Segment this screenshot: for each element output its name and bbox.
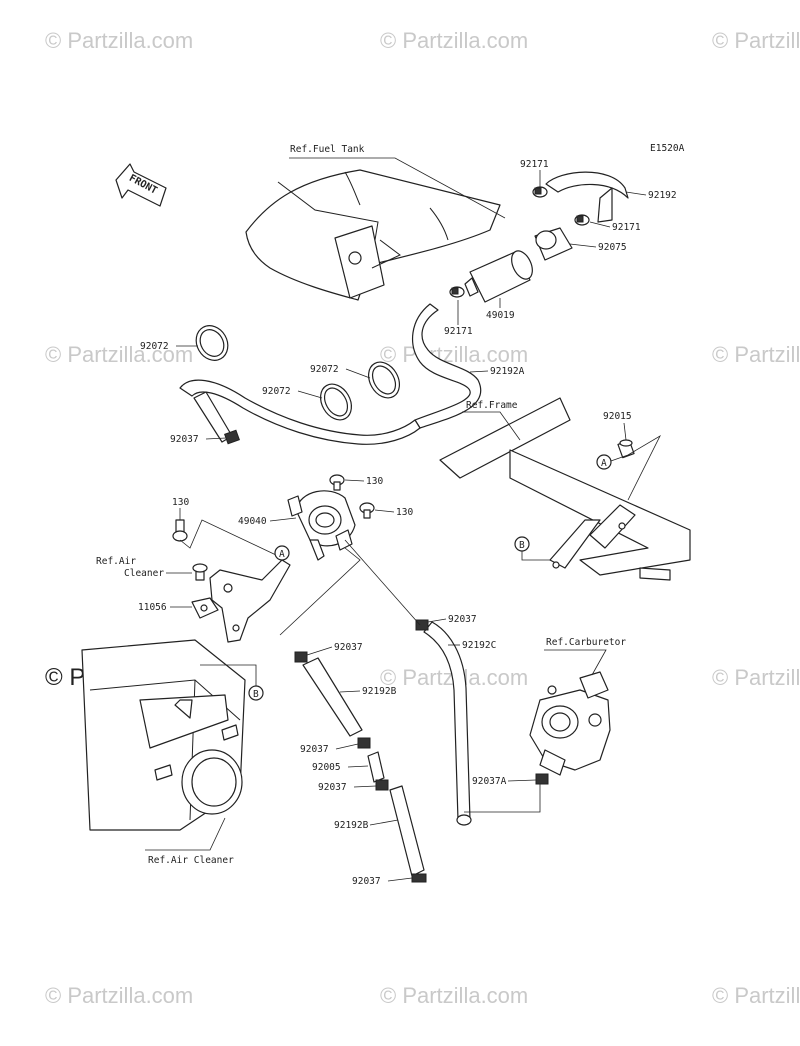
part-label-92171: 92171 xyxy=(612,222,641,233)
part-label-92037: 92037 xyxy=(300,744,329,755)
clamp-92171 xyxy=(532,186,548,198)
callout-B: B xyxy=(514,536,530,552)
clamp-92037 xyxy=(411,873,427,883)
callout-B: B xyxy=(248,685,264,701)
svg-text:B: B xyxy=(253,689,259,700)
clamp-92037 xyxy=(375,779,389,791)
watermark: © Partzilla.com xyxy=(45,28,194,53)
filter-holder-92075 xyxy=(534,227,573,261)
watermark: © Partzilla.com xyxy=(712,342,800,367)
air-cleaner xyxy=(81,639,246,831)
part-label-92015: 92015 xyxy=(603,411,632,422)
fuel-pump-49040 xyxy=(287,490,356,561)
ref-carburetor: Ref.Carburetor xyxy=(546,637,626,648)
part-label-92171: 92171 xyxy=(520,159,549,170)
part-label-92075: 92075 xyxy=(598,242,627,253)
watermark: © Partzilla.com xyxy=(380,342,529,367)
part-label-11056: 11056 xyxy=(138,602,167,613)
bolt-130 xyxy=(172,519,188,542)
part-label-92192B: 92192B xyxy=(362,686,397,697)
frame xyxy=(439,397,691,581)
watermark: © Partzilla.com xyxy=(712,665,800,690)
clamp-92037 xyxy=(224,429,240,445)
ref-frame: Ref.Frame xyxy=(466,400,518,411)
bolt-130 xyxy=(359,502,375,519)
front-arrow-icon: FRONT xyxy=(115,163,167,207)
ref-air-cleaner-bottom: Ref.Air Cleaner xyxy=(148,855,234,866)
part-label-92037: 92037 xyxy=(352,876,381,887)
part-label-92037A: 92037A xyxy=(472,776,507,787)
bolt-92015 xyxy=(617,439,635,459)
bolt-130 xyxy=(329,474,345,491)
joint-92005 xyxy=(367,751,385,783)
hose-92192B xyxy=(389,785,425,877)
part-label-92171: 92171 xyxy=(444,326,473,337)
band-clamp-92072 xyxy=(195,325,229,361)
hose-92192 xyxy=(545,171,629,223)
part-label-92072: 92072 xyxy=(310,364,339,375)
part-label-130: 130 xyxy=(366,476,383,487)
part-label-92072: 92072 xyxy=(262,386,291,397)
part-label-92192A: 92192A xyxy=(490,366,525,377)
part-label-92192C: 92192C xyxy=(462,640,496,651)
diagram-code: E1520A xyxy=(650,143,685,154)
part-label-92005: 92005 xyxy=(312,762,341,773)
svg-text:B: B xyxy=(519,540,525,551)
bolt xyxy=(192,563,208,581)
callout-A: A xyxy=(596,454,612,470)
clamp-92037A xyxy=(535,773,549,785)
band-clamp-92072 xyxy=(367,361,401,399)
hose-92192B xyxy=(302,657,363,737)
part-label-92072: 92072 xyxy=(140,341,169,352)
pump-bracket xyxy=(209,559,291,643)
carburetor xyxy=(529,671,611,776)
svg-text:A: A xyxy=(279,549,285,560)
fuel-tank xyxy=(245,169,501,301)
band-clamp-92072 xyxy=(319,383,353,421)
bracket-11056 xyxy=(191,597,219,619)
svg-text:A: A xyxy=(601,458,607,469)
clamp-92171 xyxy=(449,286,465,298)
part-label-92192B: 92192B xyxy=(334,820,369,831)
watermark: © Partzilla.com xyxy=(380,28,529,53)
callout-A: A xyxy=(274,545,290,561)
ref-air-cleaner-top: Ref.Air xyxy=(96,556,136,567)
clamp-92037 xyxy=(357,737,371,749)
fuel-filter-49019 xyxy=(464,250,533,303)
ref-air-cleaner-top: Cleaner xyxy=(124,568,164,579)
hose-92192C xyxy=(423,621,472,826)
watermark: © Partzilla.com xyxy=(712,28,800,53)
part-label-92037: 92037 xyxy=(318,782,347,793)
part-label-49040: 49040 xyxy=(238,516,267,527)
clamp-92037 xyxy=(415,619,429,631)
watermark: © Partzilla.com xyxy=(45,342,194,367)
part-label-92037: 92037 xyxy=(170,434,199,445)
part-label-130: 130 xyxy=(396,507,413,518)
watermark: © Partzilla.com xyxy=(712,983,800,1008)
clamp-92037 xyxy=(294,651,308,663)
watermark: © Partzilla.com xyxy=(380,983,529,1008)
part-label-92192: 92192 xyxy=(648,190,677,201)
part-label-130: 130 xyxy=(172,497,189,508)
part-label-92037: 92037 xyxy=(448,614,477,625)
part-label-92037: 92037 xyxy=(334,642,363,653)
ref-fuel-tank: Ref.Fuel Tank xyxy=(290,144,365,155)
watermark: © Partzilla.com xyxy=(45,983,194,1008)
clamp-92171 xyxy=(574,214,590,226)
part-label-49019: 49019 xyxy=(486,310,515,321)
